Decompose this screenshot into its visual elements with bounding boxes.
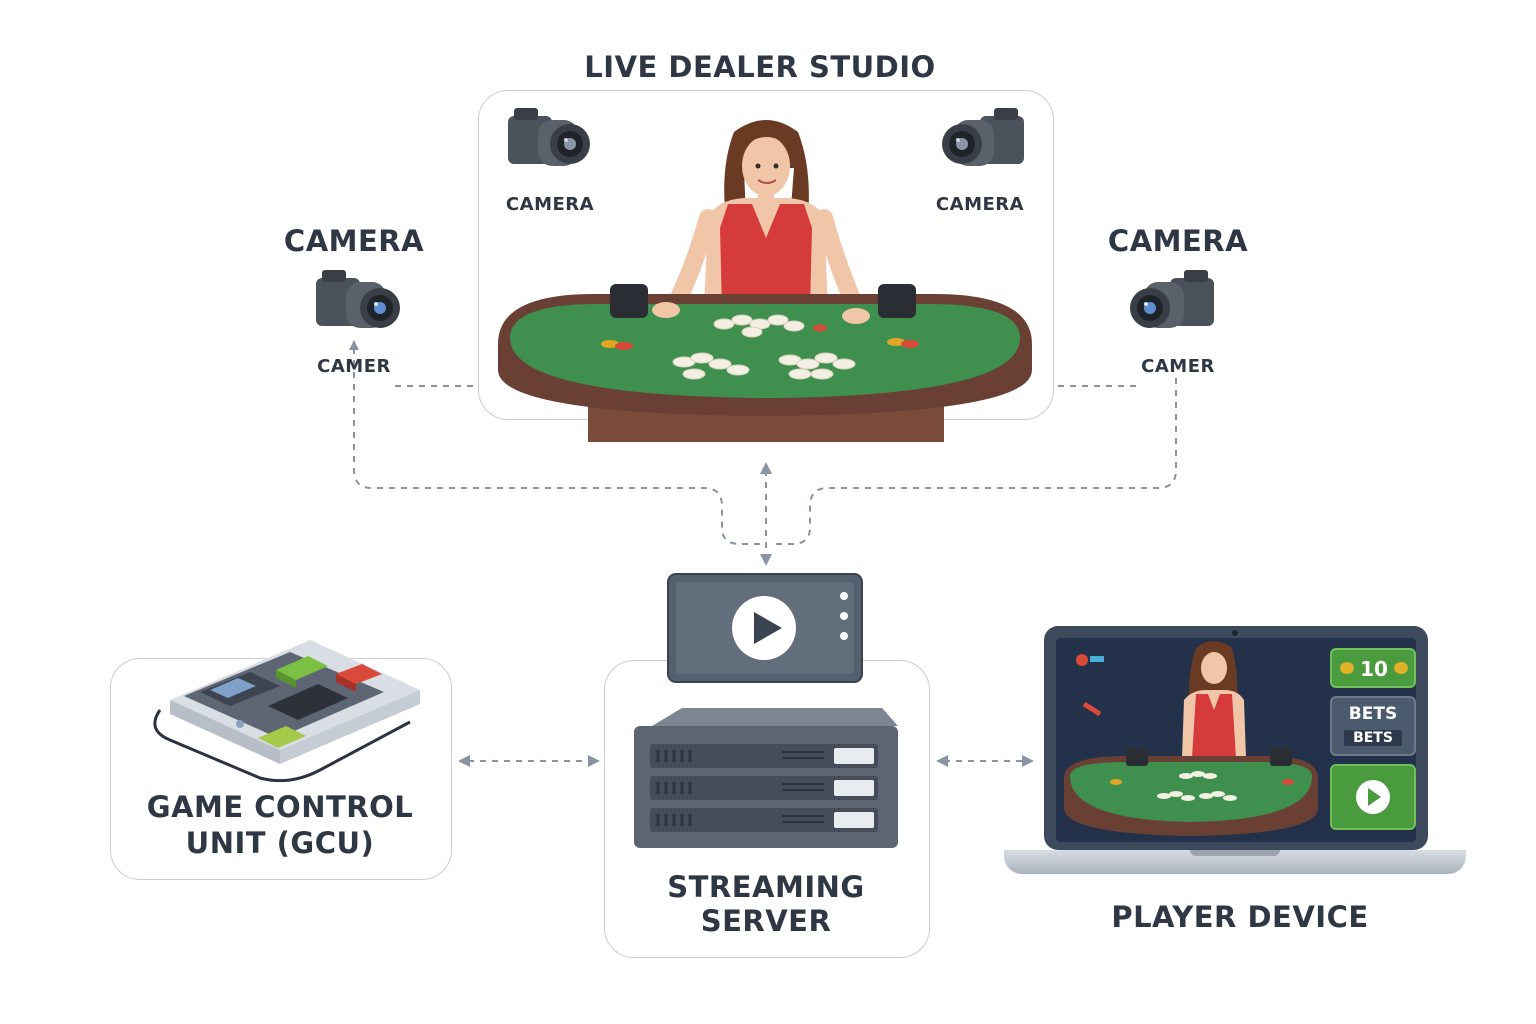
bets-label: BETS	[1332, 704, 1414, 724]
right-camera-caption: CAMER	[1118, 356, 1238, 377]
camera-icon	[310, 266, 406, 344]
play-icon	[1353, 777, 1393, 817]
webcam-dot	[1232, 630, 1238, 636]
arrowhead-server-down	[760, 554, 772, 566]
server-label-line2: SERVER	[604, 904, 928, 938]
coin-icon	[1394, 662, 1408, 674]
gcu-label-line1: GAME CONTROL	[120, 790, 440, 824]
dealer-and-table	[494, 108, 1054, 448]
bet-value: 10	[1354, 657, 1394, 681]
bets-panel[interactable]: BETS BETS	[1330, 696, 1416, 756]
mini-dealer-scene	[1056, 638, 1326, 842]
laptop: 10 BETS BETS	[1044, 626, 1428, 850]
gcu-label-line2: UNIT (GCU)	[120, 826, 440, 860]
control-board	[140, 630, 430, 780]
right-camera-title: CAMERA	[1098, 224, 1258, 258]
video-stream-box	[666, 572, 866, 686]
server-label-line1: STREAMING	[604, 870, 928, 904]
arrowhead-player-right	[1022, 755, 1034, 767]
bets-sub: BETS	[1344, 730, 1402, 746]
blackjack-table	[498, 284, 1032, 442]
laptop-notch	[1190, 850, 1280, 856]
left-camera-title: CAMERA	[274, 224, 434, 258]
left-camera-caption: CAMER	[294, 356, 414, 377]
arrowhead-server-left	[588, 755, 600, 767]
player-device-title: PLAYER DEVICE	[1040, 900, 1440, 934]
arrowhead-studio-up	[760, 462, 772, 474]
play-button[interactable]	[1330, 764, 1416, 830]
studio-title: LIVE DEALER STUDIO	[560, 50, 960, 84]
laptop-screen: 10 BETS BETS	[1056, 638, 1416, 842]
coin-icon	[1340, 662, 1354, 674]
laptop-base	[1004, 850, 1466, 874]
server-rack	[632, 704, 902, 854]
arrowhead-gcu-left	[458, 755, 470, 767]
bet-value-widget[interactable]: 10	[1330, 648, 1416, 688]
dealer-figure	[674, 120, 856, 308]
camera-icon	[1124, 266, 1220, 344]
arrowhead-server-right	[936, 755, 948, 767]
